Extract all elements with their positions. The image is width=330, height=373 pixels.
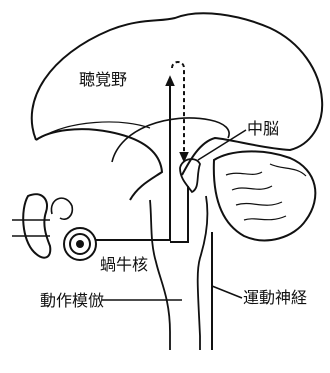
motor-nerve-label: 運動神経: [243, 289, 307, 307]
motor-nerve-leader-line: [212, 286, 242, 298]
brainstem-right: [198, 196, 208, 350]
semicircular-canals: [51, 198, 72, 219]
midbrain-label: 中脳: [247, 120, 279, 138]
motor-imitation-label: 動作模倣: [40, 292, 104, 310]
midbrain-to-motor: [170, 186, 188, 242]
cerebellum-folia: [226, 164, 306, 220]
cerebellum-outline: [214, 151, 316, 240]
temporal-lobe-outline: [36, 129, 162, 200]
cochlear-nucleus-label: 蝸牛核: [100, 256, 148, 274]
brainstem-left: [150, 200, 170, 350]
midbrain-shape: [180, 159, 200, 192]
ear-cochlea-illustration: [12, 194, 100, 260]
dashed-pathway-down: [172, 62, 184, 158]
cochlea-inner: [76, 240, 84, 248]
auditory-cortex-label: 聴覚野: [79, 71, 127, 89]
cerebrum-outline: [32, 13, 322, 175]
outer-ear: [23, 194, 50, 257]
